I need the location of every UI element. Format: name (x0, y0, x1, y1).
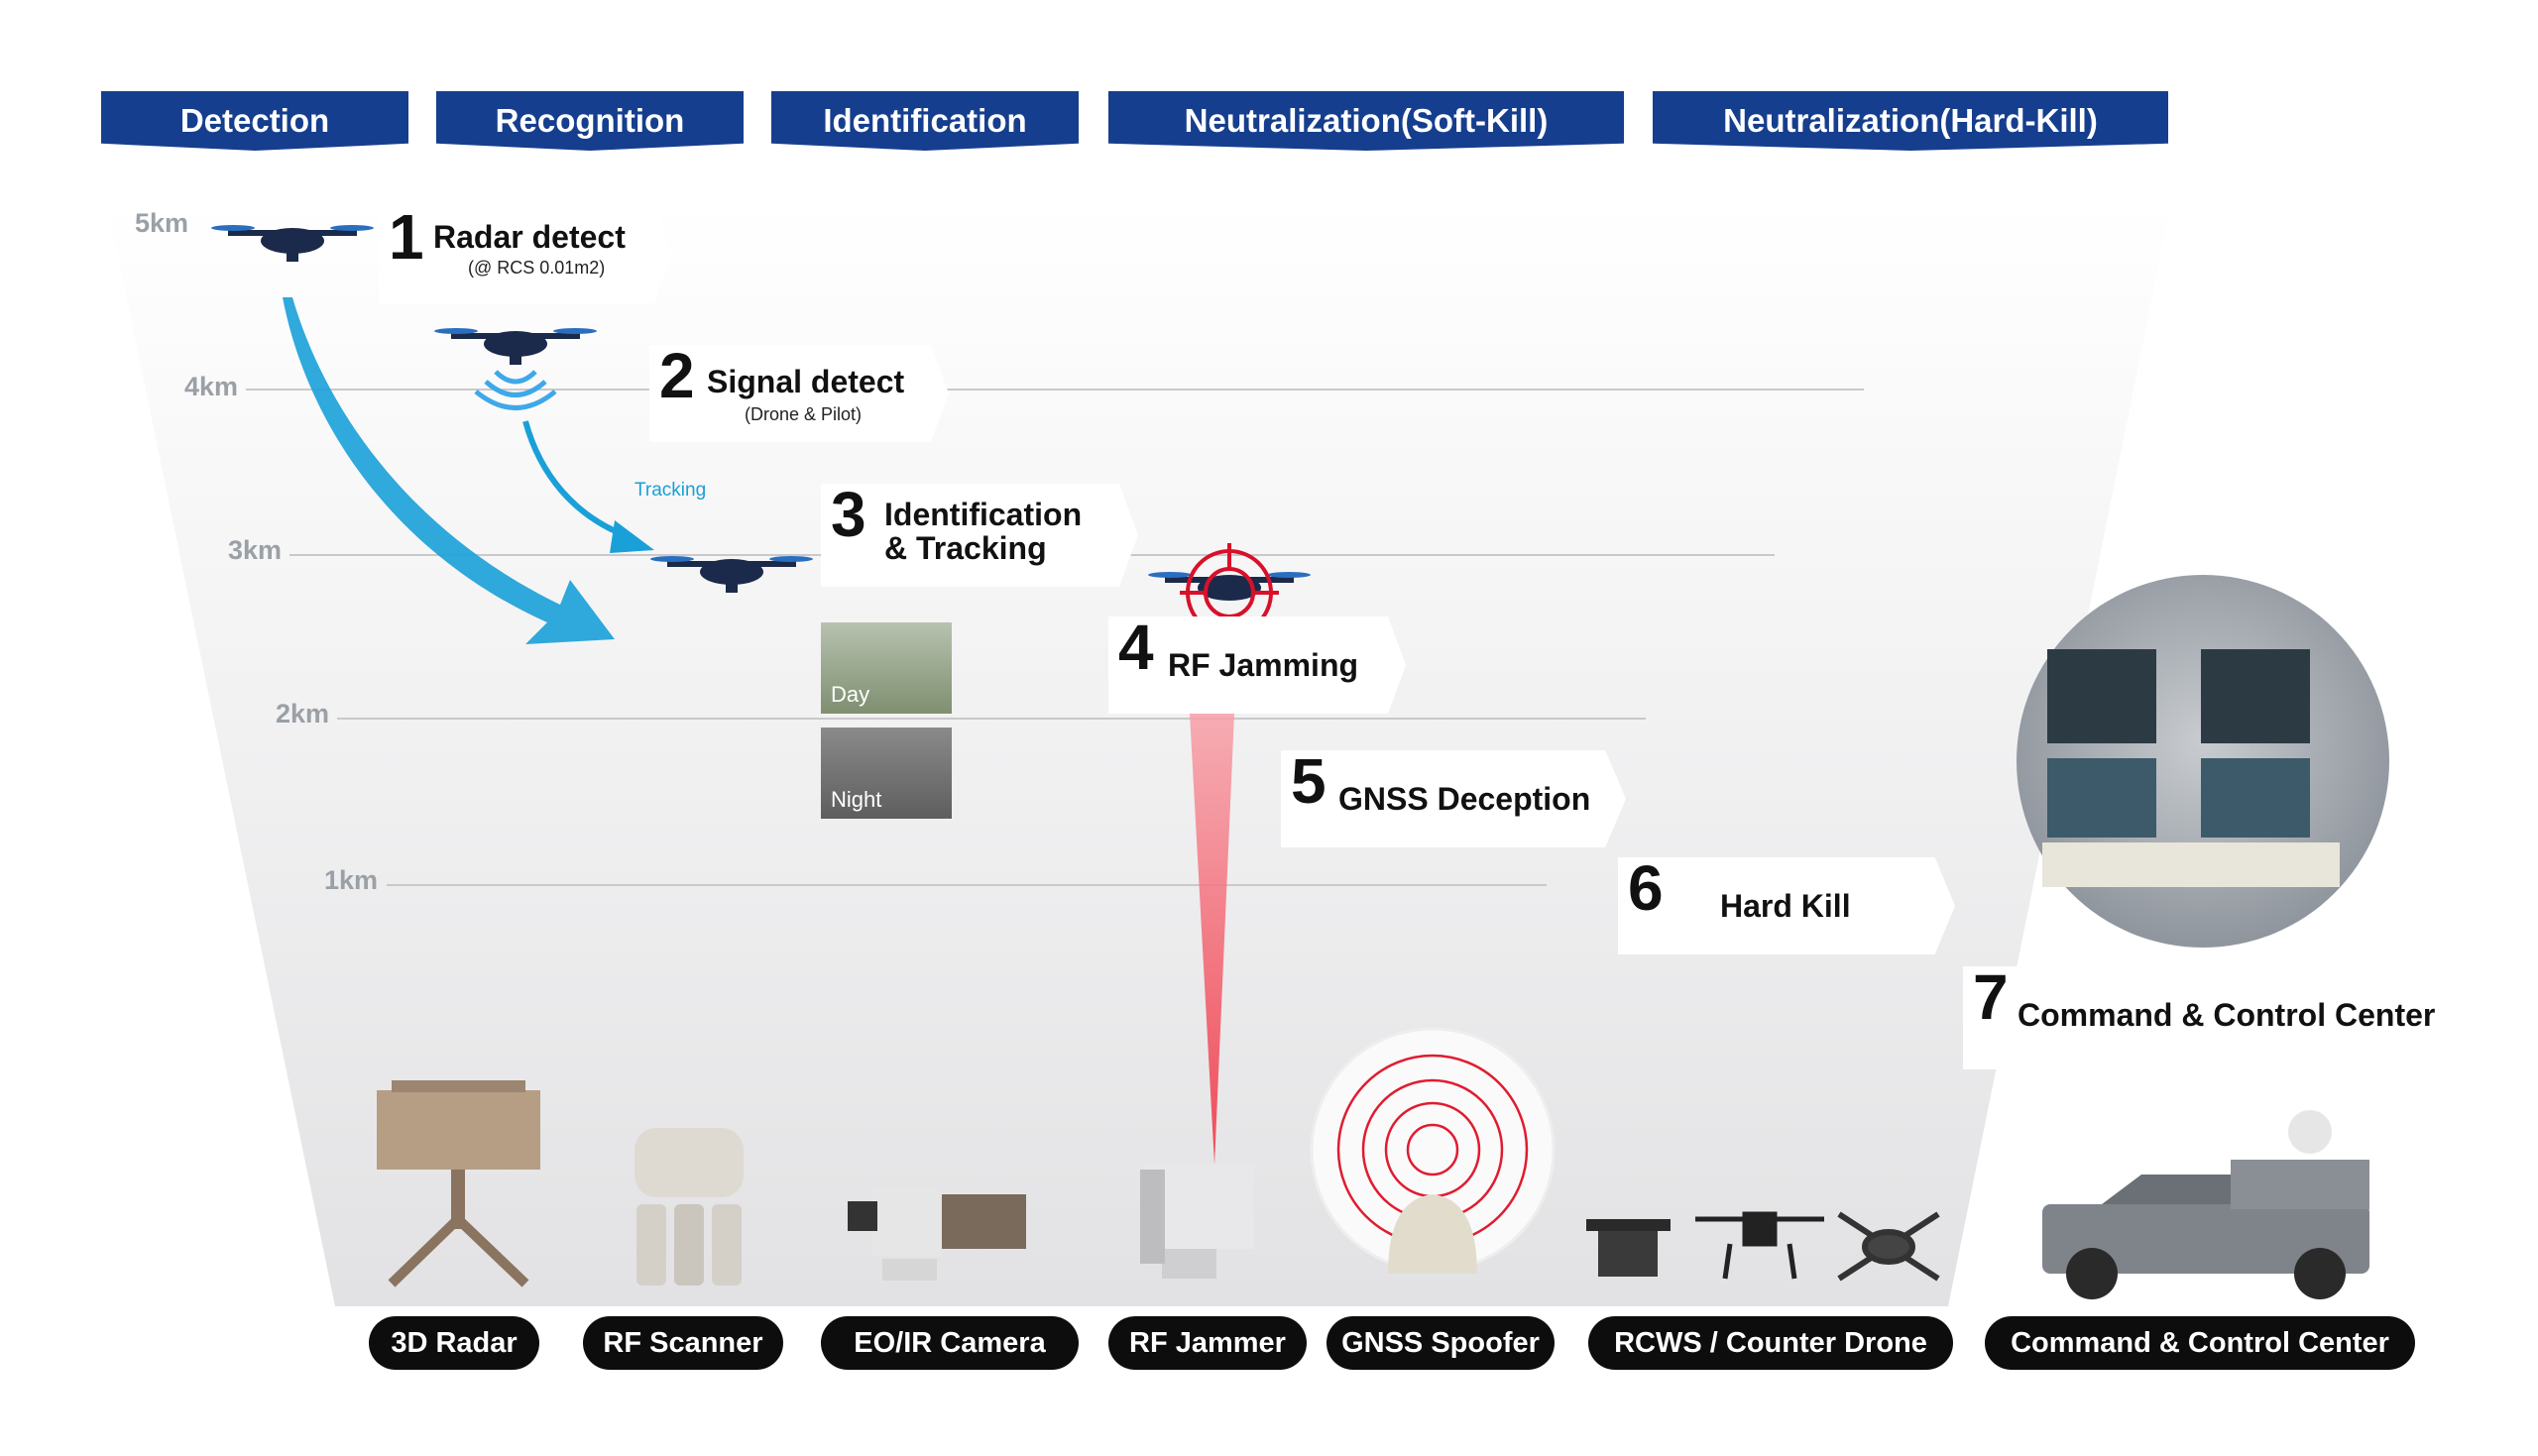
step-title-line-1: Identification (884, 497, 1083, 532)
step-command-control: 7 Command & Control Center (1963, 966, 2498, 1069)
equipment-label-rf-scanner: RF Scanner (583, 1316, 783, 1370)
step-number: 5 (1291, 745, 1327, 817)
step-subtitle: (@ RCS 0.01m2) (468, 258, 606, 278)
distance-label-1km: 1km (324, 865, 379, 895)
equipment-label-command-control: Command & Control Center (1985, 1316, 2415, 1370)
counter-drone-icon (1837, 1211, 1940, 1282)
signal-wave-icon (474, 370, 557, 410)
equipment-label-3d-radar: 3D Radar (369, 1316, 539, 1370)
distance-label-3km: 3km (228, 535, 283, 565)
eo-ir-camera-device-icon (848, 1187, 1026, 1281)
thumbnail-label-day: Day (831, 682, 870, 707)
step-gnss-deception: 5 GNSS Deception (1281, 750, 1626, 847)
range-funnel (107, 203, 2171, 1306)
step-subtitle: (Drone & Pilot) (745, 404, 863, 424)
equipment-label-gnss-spoofer: GNSS Spoofer (1327, 1316, 1555, 1370)
control-room-image (2017, 575, 2389, 948)
rf-jammer-device-icon (1140, 1165, 1254, 1279)
distance-label-5km: 5km (135, 208, 189, 238)
step-hard-kill: 6 Hard Kill (1618, 857, 1955, 954)
step-number: 2 (659, 340, 695, 411)
rcws-device-icon (1586, 1219, 1671, 1277)
tracking-label: Tracking (634, 480, 707, 501)
phase-header-identification: Identification (771, 91, 1079, 151)
rf-scanner-device-icon (634, 1128, 744, 1286)
equipment-label-eo-ir-camera: EO/IR Camera (821, 1316, 1079, 1370)
distance-label-2km: 2km (276, 699, 330, 728)
detection-arrow (283, 297, 615, 644)
step-number: 3 (831, 479, 866, 550)
drone-icon (211, 225, 374, 262)
step-number: 4 (1118, 612, 1154, 683)
distance-label-4km: 4km (184, 372, 239, 401)
drone-icon (650, 556, 813, 593)
jamming-beam (1190, 714, 1234, 1165)
step-signal-detect: 2 Signal detect (Drone & Pilot) (649, 345, 949, 442)
radar-device-icon (377, 1080, 540, 1288)
step-title: Hard Kill (1720, 888, 1851, 924)
phase-header-detection: Detection (101, 91, 408, 151)
drone-icon (1148, 572, 1311, 601)
step-title: RF Jamming (1168, 647, 1359, 683)
step-title: Radar detect (433, 219, 626, 255)
tracking-arrow-head (610, 520, 654, 553)
phase-header-hard-kill: Neutralization(Hard-Kill) (1653, 91, 2168, 151)
equipment-label-rcws-counter-drone: RCWS / Counter Drone (1588, 1316, 1953, 1370)
phase-header-soft-kill: Neutralization(Soft-Kill) (1108, 91, 1624, 151)
step-number: 6 (1628, 852, 1664, 924)
step-title: GNSS Deception (1338, 781, 1591, 817)
step-number: 7 (1973, 961, 2009, 1033)
pickup-truck-icon (2042, 1110, 2369, 1299)
tracking-arrow (522, 420, 627, 538)
step-title-line-2: & Tracking (884, 530, 1047, 566)
gnss-spoofer-device-icon (1310, 1027, 1556, 1274)
step-title: Signal detect (707, 364, 905, 399)
drone-icon (434, 328, 597, 365)
step-radar-detect: 1 Radar detect (@ RCS 0.01m2) (379, 206, 672, 303)
phase-header-recognition: Recognition (436, 91, 744, 151)
step-title: Command & Control Center (2018, 997, 2436, 1033)
step-number: 1 (389, 201, 424, 273)
night-camera-thumbnail: Night (821, 728, 952, 819)
counter-drone-icon (1695, 1211, 1824, 1280)
day-camera-thumbnail: Day (821, 622, 952, 714)
step-rf-jamming: 4 RF Jamming (1108, 616, 1406, 714)
step-identification-tracking: 3 Identification & Tracking (821, 484, 1138, 587)
thumbnail-label-night: Night (831, 787, 882, 812)
equipment-label-rf-jammer: RF Jammer (1108, 1316, 1307, 1370)
